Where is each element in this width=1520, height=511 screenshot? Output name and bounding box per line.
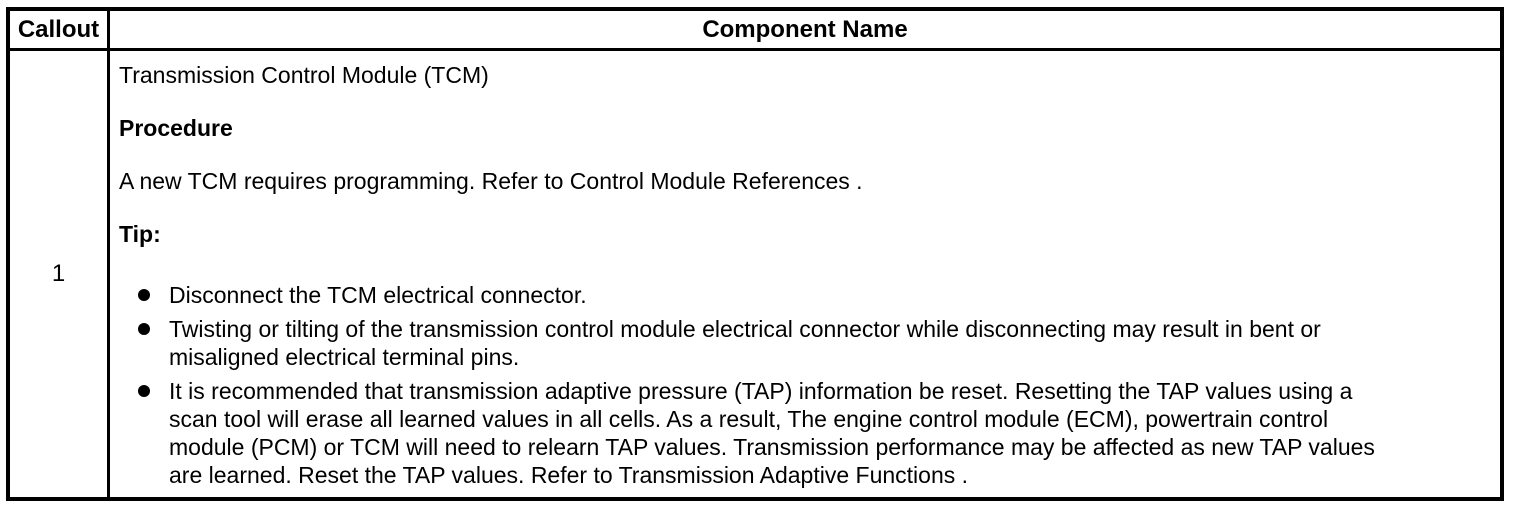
callout-column-header: Callout <box>6 7 110 51</box>
component-name-column-header: Component Name <box>107 7 1504 51</box>
callout-value: 1 <box>6 48 110 501</box>
procedure-text: A new TCM requires programming. Refer to… <box>119 168 863 194</box>
header-row: Callout Component Name <box>6 7 1504 51</box>
list-item: It is recommended that transmission adap… <box>119 377 1492 489</box>
procedure-heading: Procedure <box>119 115 233 141</box>
tip-heading: Tip: <box>119 221 161 247</box>
table-row: 1 Transmission Control Module (TCM) Proc… <box>6 48 1504 501</box>
tip-list: Disconnect the TCM electrical connector.… <box>119 281 1492 489</box>
component-table: Callout Component Name 1 Transmission Co… <box>6 7 1504 501</box>
component-cell: Transmission Control Module (TCM) Proced… <box>107 48 1504 501</box>
list-item: Disconnect the TCM electrical connector. <box>119 281 1492 309</box>
component-title: Transmission Control Module (TCM) <box>119 62 489 88</box>
list-item: Twisting or tilting of the transmission … <box>119 315 1492 371</box>
